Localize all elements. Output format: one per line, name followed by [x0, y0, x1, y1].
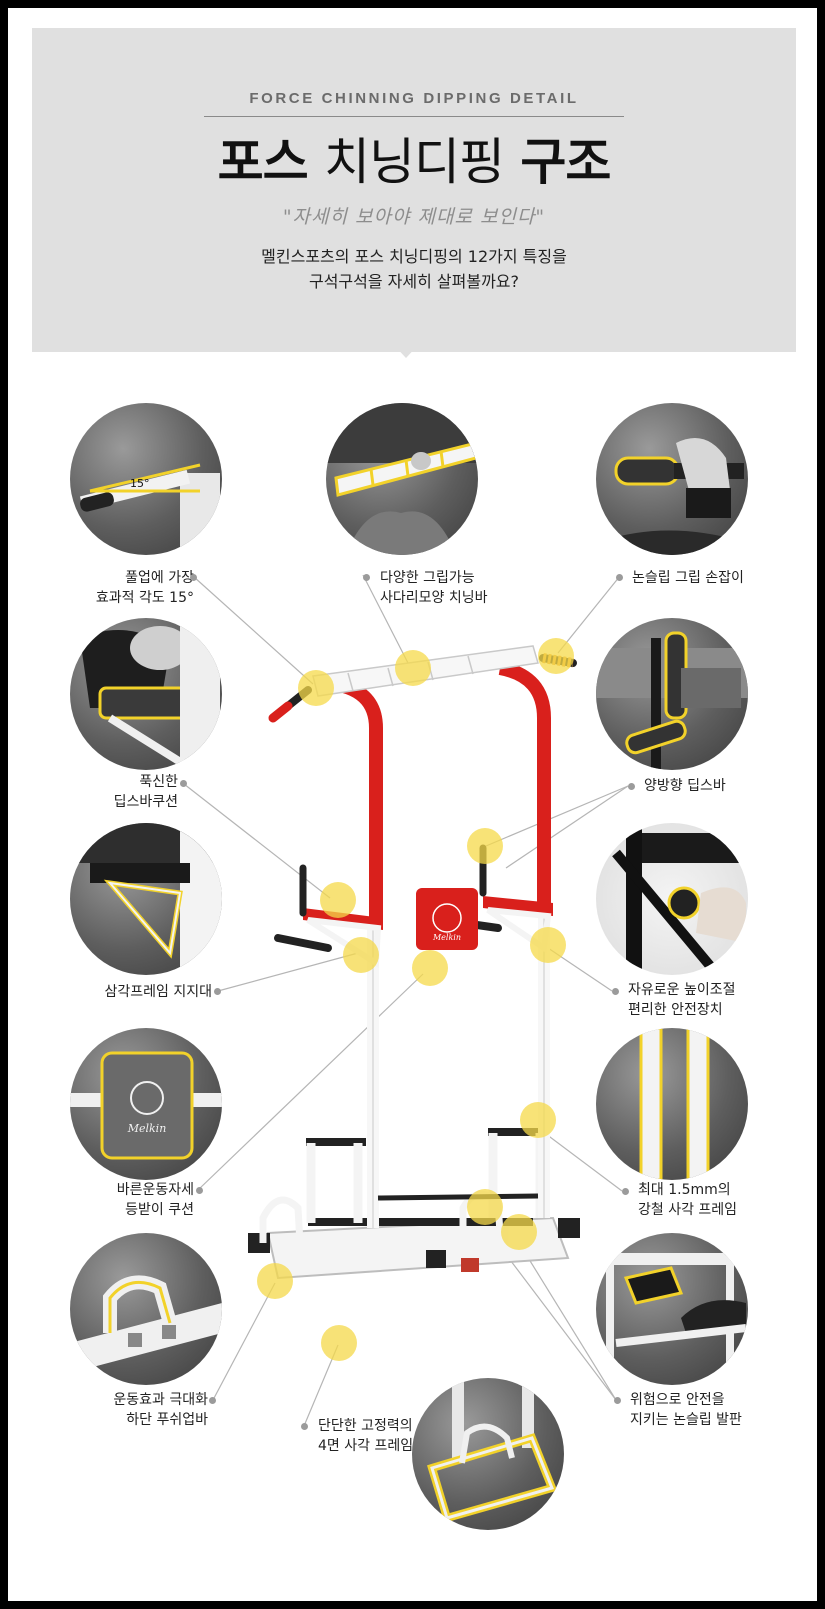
feature-label-line: 등받이 쿠션	[125, 1202, 194, 1218]
label-dot	[612, 988, 619, 995]
feature-label-line: 위험으로 안전을	[630, 1392, 725, 1408]
angle-handle-icon: 15°	[79, 463, 220, 553]
label-dot	[214, 988, 221, 995]
base-frame-shape	[248, 1216, 580, 1280]
detail-circle-dip-bar	[596, 618, 748, 770]
power-tower-illustration: Melkin	[248, 638, 580, 1361]
feature-label-triangle: 삼각프레임 지지대	[68, 982, 213, 1002]
feature-label-line: 자유로운 높이조절	[628, 982, 736, 998]
steel-frame-icon	[639, 1028, 710, 1180]
feature-label-line: 사다리모양 치닝바	[380, 590, 488, 606]
detail-circle-steel-frame	[596, 1028, 748, 1180]
feature-label-line: 하단 푸쉬업바	[126, 1412, 208, 1428]
detail-circle-triangle-frame	[70, 823, 222, 975]
label-dot	[301, 1423, 308, 1430]
title-part-3: 구조	[520, 133, 611, 191]
page-title: 포스 치닝디핑 구조	[32, 122, 796, 194]
feature-label-line: 강철 사각 프레임	[638, 1202, 738, 1218]
eyebrow-text: FORCE CHINNING DIPPING DETAIL	[249, 90, 579, 107]
feature-label-grip: 논슬립 그립 손잡이	[632, 568, 744, 588]
feature-label-line: 단단한 고정력의	[318, 1418, 413, 1434]
brand-logo-text: Melkin	[127, 1122, 167, 1135]
foot-plate-icon	[606, 1253, 747, 1385]
label-dot	[614, 1397, 621, 1404]
feature-label-line: 딥스바쿠션	[113, 794, 178, 810]
feature-label-steel: 최대 1.5mm의 강철 사각 프레임	[638, 1180, 737, 1220]
feature-label-line: 지키는 논슬립 발판	[630, 1412, 742, 1428]
feature-label-angle: 풀업에 가장 효과적 각도 15°	[68, 568, 194, 608]
header-pointer	[393, 344, 419, 358]
feature-label-line: 최대 1.5mm의	[638, 1182, 731, 1198]
detail-circle-base-frame	[412, 1378, 564, 1530]
detail-circle-ladder-bar	[326, 403, 478, 555]
product-detail-page: FORCE CHINNING DIPPING DETAIL 포스 치닝디핑 구조…	[8, 8, 817, 1601]
label-dot	[190, 574, 197, 581]
feature-label-height: 자유로운 높이조절 편리한 안전장치	[628, 980, 736, 1020]
label-dot	[628, 783, 635, 790]
feature-label-line: 삼각프레임 지지대	[104, 984, 213, 1000]
description-line-1: 멜킨스포츠의 포스 치닝디핑의 12가지 특징을	[261, 247, 567, 266]
detail-circle-dip-cushion	[70, 618, 222, 770]
label-dot	[209, 1397, 216, 1404]
dip-bar-icon	[596, 631, 748, 770]
label-dot	[622, 1188, 629, 1195]
quote-text: "자세히 보아야 제대로 보인다"	[282, 206, 546, 228]
back-cushion-icon: Melkin	[70, 1051, 222, 1160]
detail-circle-pushup-bar	[70, 1233, 222, 1385]
base-frame-icon	[427, 1378, 558, 1523]
ladder-bar-icon	[326, 403, 478, 555]
feature-label-line: 양방향 딥스바	[644, 778, 726, 794]
header-divider	[204, 116, 624, 117]
feature-label-foot: 위험으로 안전을 지키는 논슬립 발판	[630, 1390, 742, 1430]
feature-label-ladder: 다양한 그립가능 사다리모양 치닝바	[380, 568, 488, 608]
description-line-2: 구석구석을 자세히 살펴볼까요?	[308, 272, 520, 291]
label-dot	[180, 780, 187, 787]
title-part-1: 포스	[217, 133, 309, 191]
feature-label-back-cushion: 바른운동자세 등받이 쿠션	[68, 1180, 194, 1220]
feature-label-line: 풀업에 가장	[125, 570, 194, 586]
label-dot	[363, 574, 370, 581]
detail-circle-height-knob	[596, 823, 748, 975]
feature-label-dip-bar: 양방향 딥스바	[644, 776, 726, 796]
feature-label-line: 효과적 각도 15°	[95, 590, 194, 606]
triangle-frame-icon	[70, 823, 222, 975]
svg-text:Melkin: Melkin	[432, 933, 461, 942]
pushup-bar-icon	[70, 1275, 222, 1373]
grip-handle-icon	[596, 438, 748, 555]
svg-text:15°: 15°	[130, 477, 150, 490]
feature-label-pushup: 운동효과 극대화 하단 푸쉬업바	[68, 1390, 208, 1430]
feature-label-dip-cushion: 푹신한 딥스바쿠션	[68, 772, 178, 812]
detail-circle-grip-handle	[596, 403, 748, 555]
feature-label-line: 논슬립 그립 손잡이	[632, 570, 744, 586]
feature-label-line: 푹신한	[139, 774, 178, 790]
feature-label-line: 운동효과 극대화	[113, 1392, 208, 1408]
detail-circle-foot-plate	[596, 1233, 748, 1385]
detail-circle-back-cushion: Melkin	[70, 1028, 222, 1180]
title-part-2: 치닝디핑	[324, 133, 505, 191]
detail-circle-angle-handle: 15°	[70, 403, 222, 555]
description: 멜킨스포츠의 포스 치닝디핑의 12가지 특징을 구석구석을 자세히 살펴볼까요…	[32, 244, 796, 294]
feature-label-base: 단단한 고정력의 4면 사각 프레임	[318, 1416, 413, 1456]
feature-label-line: 4면 사각 프레임	[318, 1438, 414, 1454]
label-dot	[196, 1187, 203, 1194]
header-panel: FORCE CHINNING DIPPING DETAIL 포스 치닝디핑 구조…	[32, 28, 796, 352]
feature-label-line: 바른운동자세	[116, 1182, 194, 1198]
feature-label-line: 편리한 안전장치	[628, 1002, 723, 1018]
height-knob-icon	[612, 823, 748, 975]
feature-label-line: 다양한 그립가능	[380, 570, 475, 586]
label-dot	[616, 574, 623, 581]
dip-cushion-icon	[80, 618, 220, 770]
